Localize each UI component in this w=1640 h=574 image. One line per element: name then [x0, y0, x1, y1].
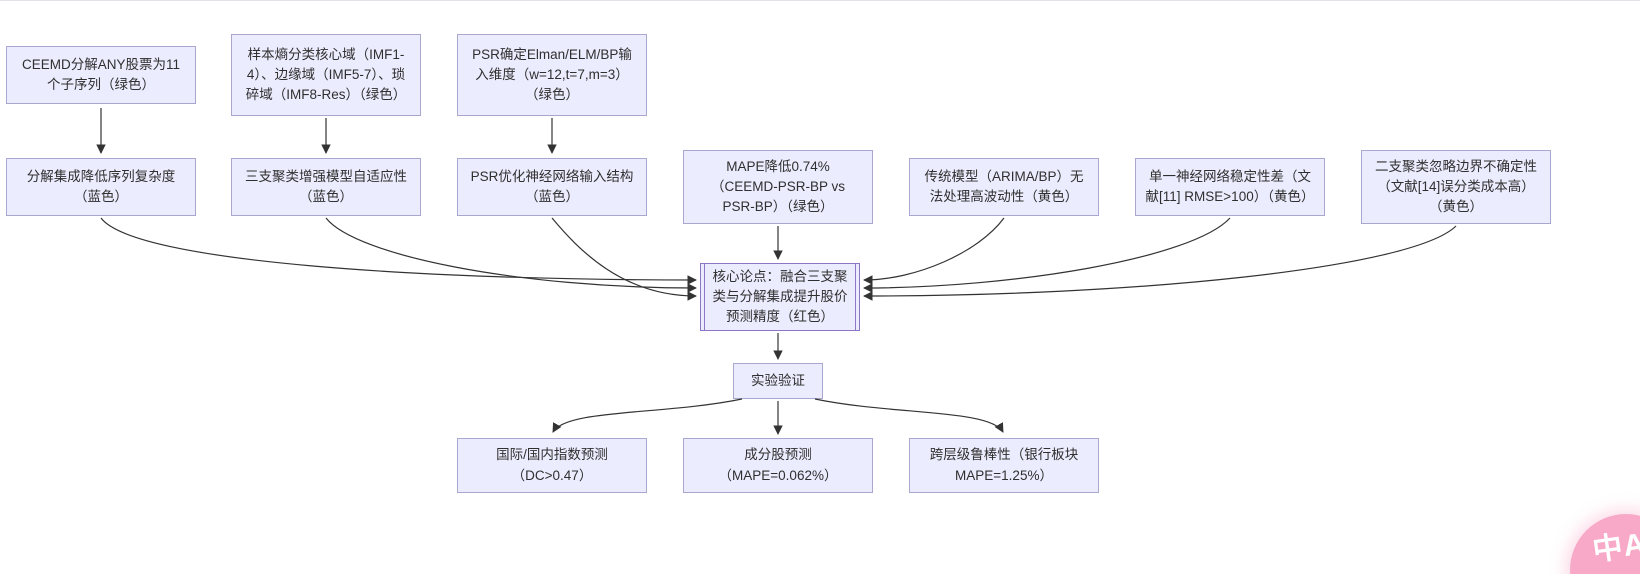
node-robustness: 跨层级鲁棒性（银行板块 MAPE=1.25%） [909, 438, 1099, 493]
node-label: PSR优化神经网络输入结构（蓝色） [470, 168, 634, 204]
edge-experiment-to-index [552, 398, 743, 433]
edge-singlenn-to-core [863, 217, 1231, 293]
node-psr-dimension: PSR确定Elman/ELM/BP输入维度（w=12,t=7,m=3）（绿色） [457, 34, 647, 116]
node-single-nn-unstable: 单一神经网络稳定性差（文献[11] RMSE>100）（黄色） [1135, 158, 1325, 216]
node-label: MAPE降低0.74%（CEEMD-PSR-BP vs PSR-BP）（绿色） [710, 158, 846, 215]
translate-badge-label: 中A [1590, 527, 1640, 568]
edge-adaptive-to-core [325, 217, 697, 293]
edge-traditional-to-core [863, 217, 1005, 285]
node-label: 传统模型（ARIMA/BP）无法处理高波动性（黄色） [924, 168, 1084, 204]
node-label: 单一神经网络稳定性差（文献[11] RMSE>100）（黄色） [1145, 168, 1315, 204]
node-label: 核心论点：融合三支聚类与分解集成提升股价预测精度（红色） [712, 268, 848, 325]
node-label: 国际/国内指数预测（DC>0.47） [496, 447, 608, 483]
node-label: 样本熵分类核心域（IMF1-4）、边缘域（IMF5-7）、琐碎域（IMF8-Re… [245, 46, 407, 103]
node-label: 二支聚类忽略边界不确定性（文献[14]误分类成本高）（黄色） [1375, 158, 1537, 215]
node-ceemd-decompose: CEEMD分解ANY股票为11个子序列（绿色） [6, 46, 196, 104]
node-decompose-complexity: 分解集成降低序列复杂度（蓝色） [6, 158, 196, 216]
node-sample-entropy: 样本熵分类核心域（IMF1-4）、边缘域（IMF5-7）、琐碎域（IMF8-Re… [231, 34, 421, 116]
node-label: 三支聚类增强模型自适应性（蓝色） [245, 168, 407, 204]
translate-badge-button[interactable]: 中A [1570, 514, 1640, 574]
node-two-way-limit: 二支聚类忽略边界不确定性（文献[14]误分类成本高）（黄色） [1361, 150, 1551, 224]
node-three-way-adaptive: 三支聚类增强模型自适应性（蓝色） [231, 158, 421, 216]
node-core-thesis: 核心论点：融合三支聚类与分解集成提升股价预测精度（红色） [700, 263, 860, 331]
node-label: 跨层级鲁棒性（银行板块 MAPE=1.25%） [929, 447, 1079, 483]
node-mape-reduce: MAPE降低0.74%（CEEMD-PSR-BP vs PSR-BP）（绿色） [683, 150, 873, 224]
edge-experiment-to-robustness [814, 398, 1004, 433]
node-label: PSR确定Elman/ELM/BP输入维度（w=12,t=7,m=3）（绿色） [472, 46, 632, 103]
node-index-predict: 国际/国内指数预测（DC>0.47） [457, 438, 647, 493]
node-traditional-limit: 传统模型（ARIMA/BP）无法处理高波动性（黄色） [909, 158, 1099, 216]
edge-psropt-to-core [551, 217, 697, 301]
node-psr-optimize: PSR优化神经网络输入结构（蓝色） [457, 158, 647, 216]
edge-complexity-to-core [100, 217, 697, 285]
node-constituent-predict: 成分股预测（MAPE=0.062%） [683, 438, 873, 493]
node-label: 实验验证 [751, 372, 805, 388]
node-label: 分解集成降低序列复杂度（蓝色） [26, 168, 176, 204]
node-label: CEEMD分解ANY股票为11个子序列（绿色） [21, 56, 181, 92]
edge-twoway-to-core [863, 225, 1457, 301]
node-label: 成分股预测（MAPE=0.062%） [718, 447, 838, 483]
node-experiment-validation: 实验验证 [733, 363, 823, 399]
